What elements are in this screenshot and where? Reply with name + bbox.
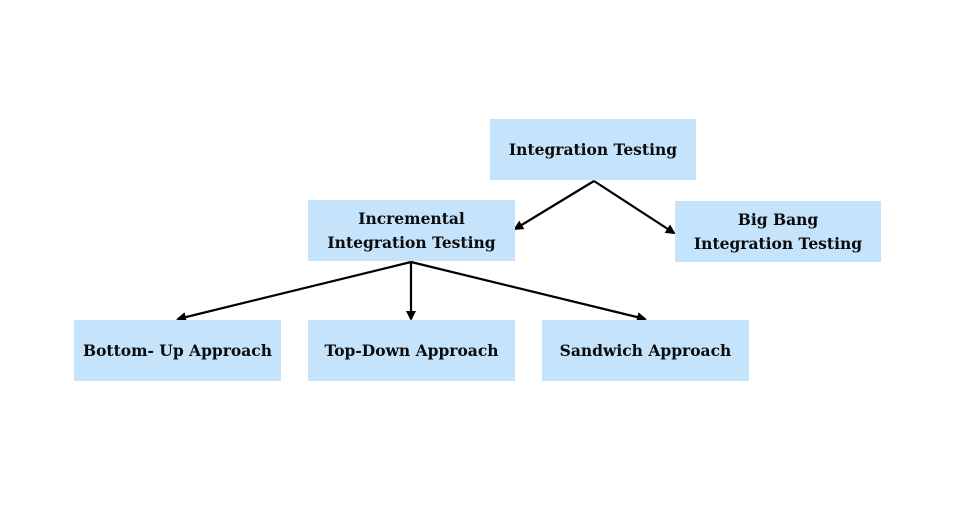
node-label-line: Bottom- Up Approach xyxy=(82,340,273,360)
edge-root-to-big-bang xyxy=(593,180,676,235)
node-integration-testing: Integration Testing xyxy=(490,119,696,180)
node-label-line: Integration Testing xyxy=(693,233,863,253)
node-label-line: Integration Testing xyxy=(508,139,678,159)
edge-root-to-incremental xyxy=(513,180,595,231)
edge-incremental-to-sandwich xyxy=(410,260,647,322)
node-top-down-approach: Top-Down Approach xyxy=(308,320,515,381)
node-big-bang-integration-testing: Big Bang Integration Testing xyxy=(675,201,881,262)
edge-incremental-to-bottom-up xyxy=(176,260,412,322)
node-label-line: Integration Testing xyxy=(327,232,496,252)
node-incremental-integration-testing: Incremental Integration Testing xyxy=(308,200,515,261)
node-label-line: Big Bang xyxy=(737,209,819,229)
node-bottom-up-approach: Bottom- Up Approach xyxy=(74,320,281,381)
node-label-line: Incremental xyxy=(358,208,465,228)
node-label-line: Top-Down Approach xyxy=(324,340,499,360)
node-sandwich-approach: Sandwich Approach xyxy=(542,320,749,381)
node-label-line: Sandwich Approach xyxy=(559,340,732,360)
